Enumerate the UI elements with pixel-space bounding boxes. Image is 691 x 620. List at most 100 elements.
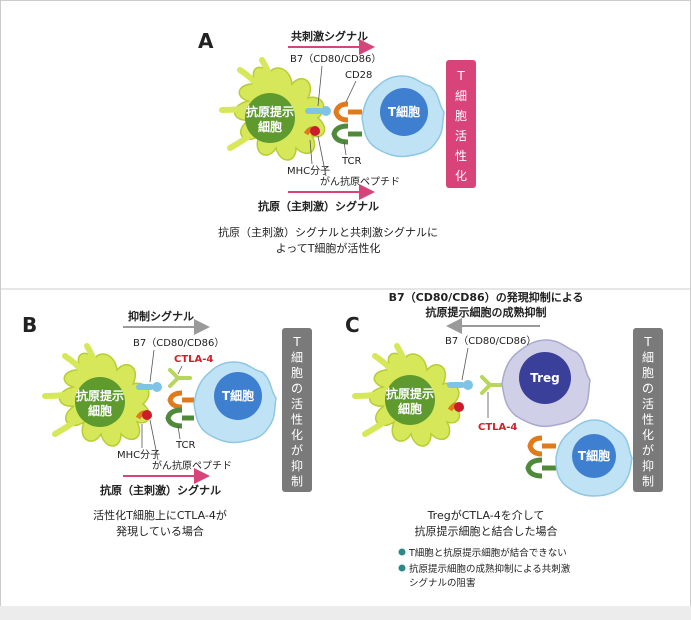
panel-b-letter: B xyxy=(22,313,37,337)
panel-a-side-char: 細 xyxy=(455,89,467,103)
panel-a-apc xyxy=(219,57,326,161)
panel-a-cd28-label: CD28 xyxy=(345,70,372,81)
panel-a-apc-nucleus xyxy=(245,93,295,143)
panel-c-side-char: の xyxy=(642,382,654,396)
panel-b-side-char: 細 xyxy=(291,351,303,365)
panel-c-side-char: 胞 xyxy=(642,366,654,380)
panel-c-bullet-2: 抗原提示細胞の成熟抑制による共刺激 xyxy=(409,563,571,575)
panel-c-ctla4 xyxy=(480,375,504,395)
panel-b-side-char: 活 xyxy=(291,397,303,411)
panel-c-caption-2: 抗原提示細胞と結合した場合 xyxy=(415,524,558,538)
panel-b-side-char: T xyxy=(292,335,301,349)
panel-a-t-cell xyxy=(361,75,445,158)
panel-b: B 抑制シグナル 抗原提示 細胞 T細胞 B7 xyxy=(22,309,312,538)
figure-frame xyxy=(0,0,691,607)
panel-a-side-char: 性 xyxy=(455,149,467,163)
panel-a-b7-label: B7（CD80/CD86） xyxy=(290,53,381,65)
panel-c-peptide xyxy=(454,402,464,412)
panel-c-caption-1: TregがCTLA-4を介して xyxy=(427,508,545,522)
panel-c-apc-label-2: 細胞 xyxy=(398,401,422,416)
panel-b-caption-2: 発現している場合 xyxy=(116,524,204,538)
panel-c-t-label: T細胞 xyxy=(578,448,610,463)
panel-a-t-nucleus xyxy=(380,88,428,136)
panel-b-peptide xyxy=(142,410,152,420)
panel-a-antigen-label: 抗原（主刺激）シグナル xyxy=(258,199,379,213)
panel-b-antigen-label: 抗原（主刺激）シグナル xyxy=(100,483,221,497)
panel-b-side-char: 抑 xyxy=(291,458,303,473)
panel-c-apc xyxy=(352,343,461,447)
panel-b-peptide-label: がん抗原ペプチド xyxy=(152,459,232,472)
panel-a-apc-label-1: 抗原提示 xyxy=(246,104,294,119)
panel-a-side-box xyxy=(446,60,476,188)
panel-a-costim-label: 共刺激シグナル xyxy=(291,29,368,43)
panel-a: A 共刺激シグナル 抗原提示 細胞 T細胞 xyxy=(198,29,476,255)
panel-c-side-char: が xyxy=(642,443,654,458)
panel-c-side-char: 抑 xyxy=(642,458,654,473)
panel-c-bullet-1-dot xyxy=(398,548,406,556)
panel-b-side-char: の xyxy=(291,382,303,396)
panel-b-b7-label: B7（CD80/CD86） xyxy=(133,337,224,349)
panel-b-t-nucleus xyxy=(214,372,262,420)
panel-b-ctla4-label: CTLA-4 xyxy=(174,354,213,365)
panel-a-side-char: 化 xyxy=(455,169,467,183)
panel-b-side-char: 性 xyxy=(291,413,303,427)
panel-b-apc-label-1: 抗原提示 xyxy=(76,388,124,403)
panel-c-treg-nucleus xyxy=(519,352,571,404)
panel-c-side-char: 化 xyxy=(642,428,654,442)
panel-a-side-char: 胞 xyxy=(455,109,467,123)
panel-b-inhibit-label: 抑制シグナル xyxy=(128,309,194,323)
panel-b-side-box xyxy=(282,328,312,492)
panel-a-tcr xyxy=(331,123,349,145)
panel-c-side-char: 制 xyxy=(642,475,654,489)
panel-b-side-char: 制 xyxy=(291,475,303,489)
panel-c-b7-label: B7（CD80/CD86） xyxy=(445,335,536,347)
panel-a-caption-2: よってT細胞が活性化 xyxy=(276,241,381,255)
panel-b-t-label: T細胞 xyxy=(222,388,254,403)
panel-c-side-char: T xyxy=(643,335,652,349)
panel-c-tcr xyxy=(525,457,543,479)
panel-a-b7-receptor xyxy=(305,108,323,114)
panel-c-bullet-2-cont: シグナルの阻害 xyxy=(409,577,476,589)
panel-c: C B7（CD80/CD86）の発現抑制による 抗原提示細胞の成熟抑制 抗原提示… xyxy=(345,290,663,589)
panel-c-ctla4-label: CTLA-4 xyxy=(478,422,517,433)
panel-b-tcr xyxy=(165,407,183,429)
panel-c-title-2: 抗原提示細胞の成熟抑制 xyxy=(426,305,547,319)
panel-c-bullet-2-dot xyxy=(398,564,406,572)
panel-b-b7-receptor xyxy=(136,384,154,390)
panel-b-cd28 xyxy=(167,390,183,410)
panel-b-mhc-label: MHC分子 xyxy=(117,449,160,461)
panel-c-treg xyxy=(501,339,591,428)
panel-b-ctla4 xyxy=(168,368,192,388)
panel-b-tcr-label: TCR xyxy=(175,440,196,451)
panel-b-apc-label-2: 細胞 xyxy=(88,403,112,418)
panel-c-letter: C xyxy=(345,313,360,337)
panel-b-apc xyxy=(42,343,151,447)
panel-a-side-char: 活 xyxy=(455,129,467,143)
panel-c-side-char: 細 xyxy=(642,351,654,365)
panel-c-t-nucleus xyxy=(572,434,616,478)
panel-c-apc-nucleus xyxy=(385,375,435,425)
panel-a-mhc-label: MHC分子 xyxy=(287,165,330,177)
panel-a-caption-1: 抗原（主刺激）シグナルと共刺激シグナルに xyxy=(218,225,438,239)
panel-a-side-char: T xyxy=(456,69,465,83)
panel-c-bullet-1: T細胞と抗原提示細胞が結合できない xyxy=(408,547,567,559)
panel-a-peptide-label: がん抗原ペプチド xyxy=(320,175,400,188)
panel-c-apc-label-1: 抗原提示 xyxy=(386,386,434,401)
panel-c-treg-label: Treg xyxy=(530,371,560,385)
bottom-strip xyxy=(0,606,691,620)
panel-c-b7-receptor xyxy=(447,382,465,388)
panel-a-cd28 xyxy=(333,101,349,123)
panel-b-t-cell xyxy=(193,361,277,444)
panel-a-letter: A xyxy=(198,29,214,53)
panel-c-cd28 xyxy=(527,435,543,457)
panel-a-tcr-label: TCR xyxy=(341,156,362,167)
panel-a-peptide xyxy=(310,126,320,136)
panel-c-t-cell xyxy=(555,419,633,497)
panel-b-apc-nucleus xyxy=(75,377,125,427)
panel-a-apc-label-2: 細胞 xyxy=(258,119,282,134)
